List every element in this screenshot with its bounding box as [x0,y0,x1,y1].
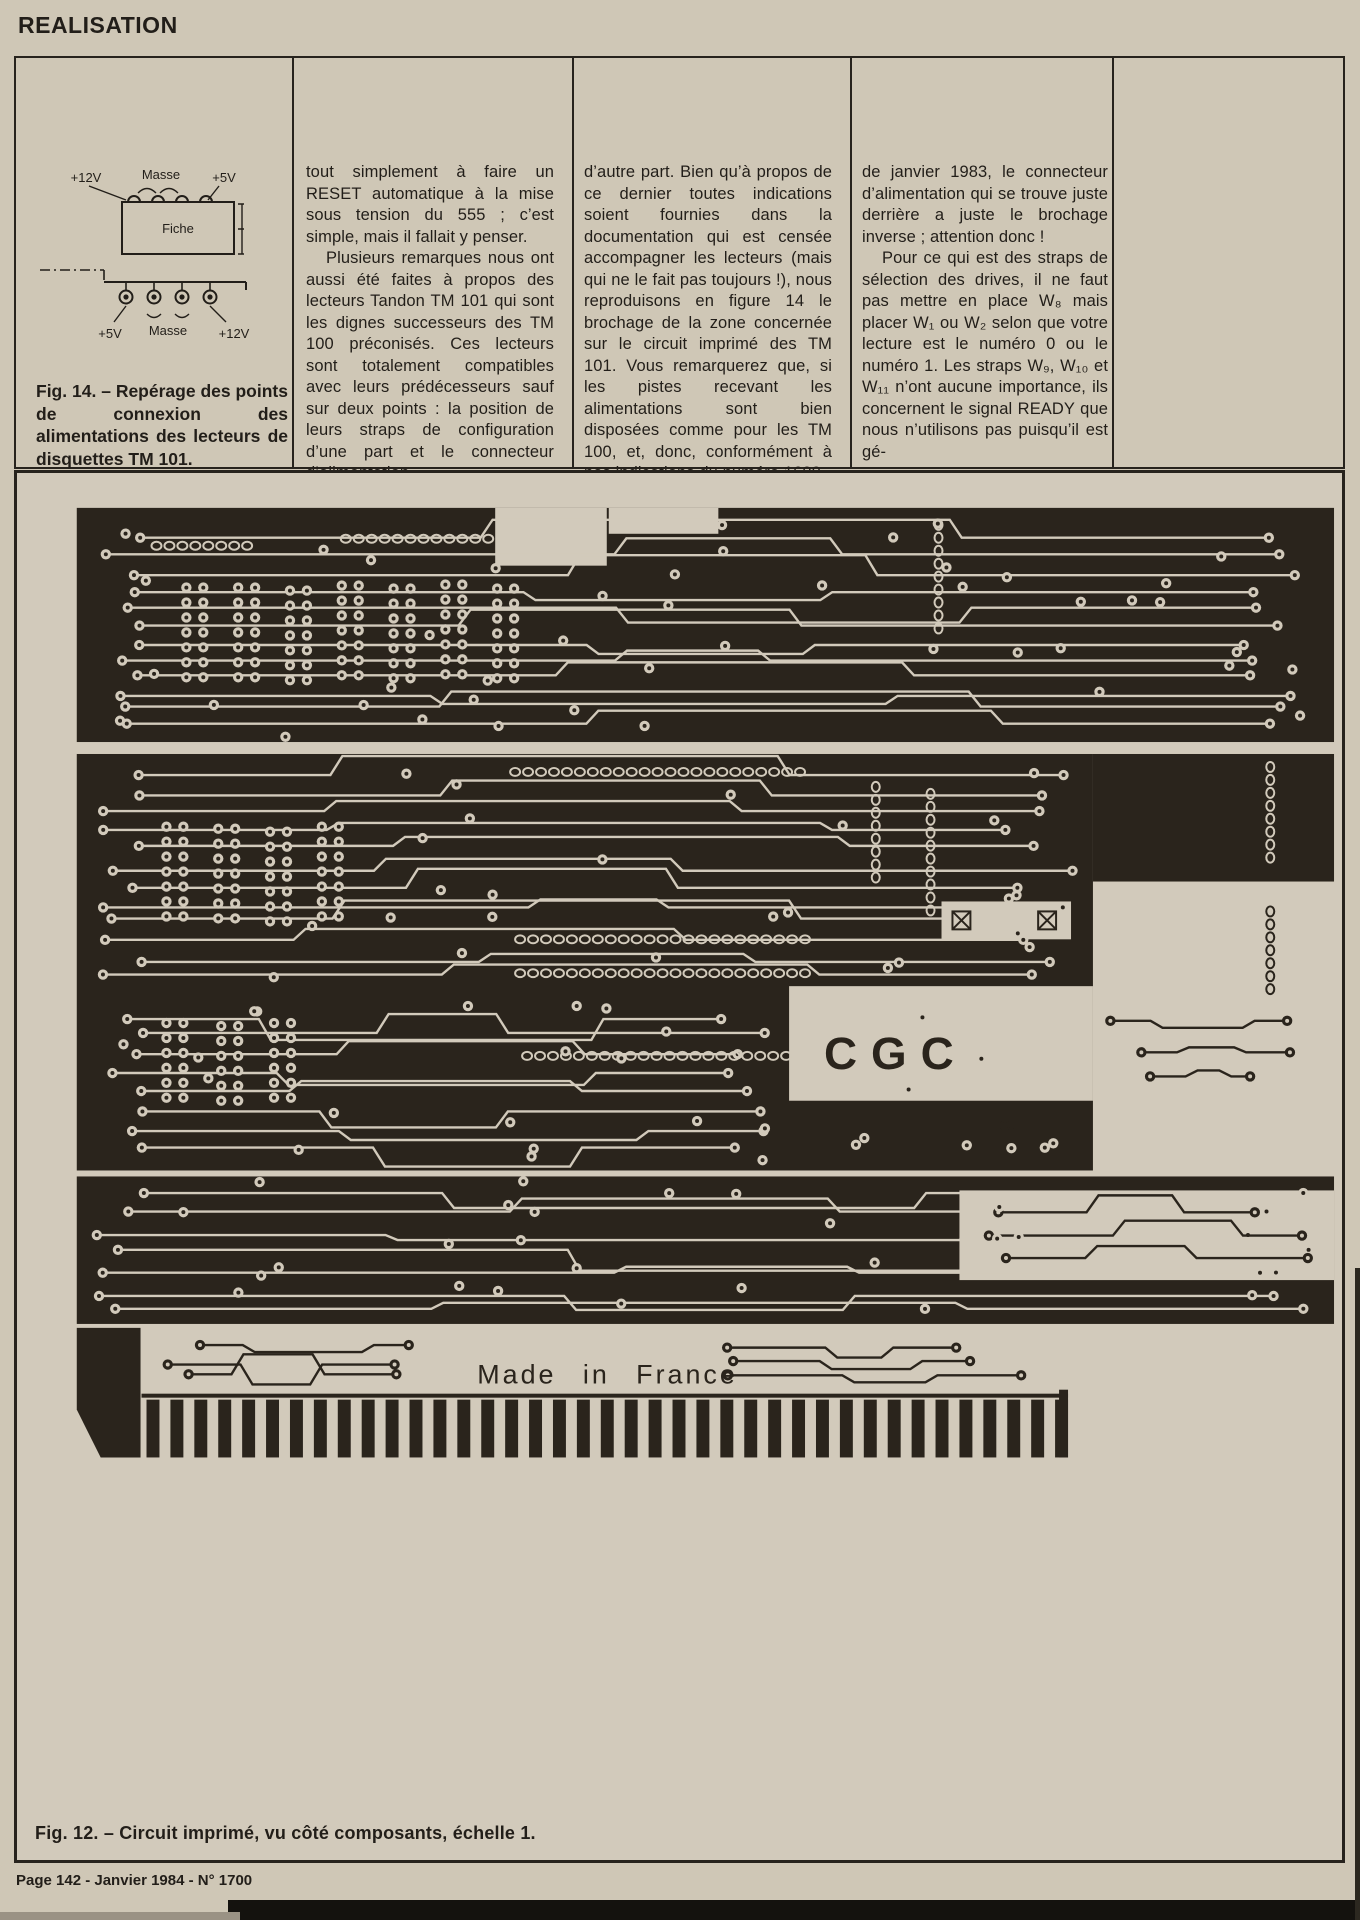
article-column-3: de janvier 1983, le connecteur d’aliment… [862,58,1108,467]
fig14-pin1 [118,289,134,305]
scan-edge-right [1355,1268,1360,1920]
fig14-side-bracket [238,203,244,255]
fig14-label-5v-top: +5V [212,170,236,185]
pcb-brand-text: CGC [824,1028,968,1079]
article-column-2: d’autre part. Bien qu’à propos de ce der… [584,58,832,482]
fig14-diagram: +12V Masse +5V Fiche +5V Masse +12V [40,167,250,341]
scan-edge-bottom [228,1900,1360,1920]
paragraph: Pour ce qui est des straps de sélection … [862,249,1108,461]
column-rule-3 [850,58,852,467]
fig14-connector-bar [104,281,247,290]
pcb-logo-text: CL [999,1118,1019,1135]
column-rule-2 [572,58,574,467]
scan-edge-bottom-light [0,1912,240,1920]
fig14-caption: Fig. 14. – Repérage des points de connex… [36,381,288,469]
column-rule-4 [1112,58,1114,467]
fig14-label-masse-top: Masse [142,167,180,182]
page-title: REALISATION [18,12,178,38]
top-article-box: +12V Masse +5V Fiche +5V Masse +12V Fig.… [14,56,1345,482]
fig14-pin4 [202,289,218,305]
paragraph: tout simplement à faire un RESET automat… [306,163,554,246]
fig14-masse-bracket-top [137,187,179,194]
fig12-box: CGC CL Made in France Fig. 12. – Circuit… [14,470,1345,1863]
fig14-label-fiche: Fiche [162,221,194,236]
article-column-4-empty [1122,58,1344,467]
pcb-made-in-text: Made in France [477,1360,738,1390]
fig14-dash-line [40,269,105,282]
column-rule-1 [292,58,294,467]
fig14-column: +12V Masse +5V Fiche +5V Masse +12V Fig.… [16,58,292,469]
fig12-caption: Fig. 12. – Circuit imprimé, vu côté comp… [35,1823,536,1843]
fig14-label-12v-bottom: +12V [219,326,250,341]
fig14-label-masse-bottom: Masse [149,323,187,338]
paragraph: de janvier 1983, le connecteur d’aliment… [862,163,1108,246]
pcb-generated-art [91,518,1314,1458]
pcb-figure: CGC CL Made in France [17,473,1342,1860]
fig14-pin2 [146,289,162,305]
fig14-masse-bracket-bottom [146,313,190,319]
article-column-1: tout simplement à faire un RESET automat… [306,58,554,482]
paragraph: Plusieurs remarques nous ont aussi été f… [306,249,554,482]
fig14-bottom-leaders [113,305,227,323]
page-footer: Page 142 - Janvier 1984 - N° 1700 [16,1872,253,1889]
fig14-label-5v-bottom: +5V [98,326,122,341]
fig14-top-pins [127,195,213,203]
paragraph: d’autre part. Bien qu’à propos de ce der… [584,163,832,482]
fig14-top-leaders [88,185,220,201]
fig14-plug-outline [121,201,235,255]
fig14-pin3 [174,289,190,305]
pcb-fiducial-marks [951,910,1058,931]
fig14-label-12v-top: +12V [71,170,102,185]
fig14-pin-stems [125,282,211,290]
